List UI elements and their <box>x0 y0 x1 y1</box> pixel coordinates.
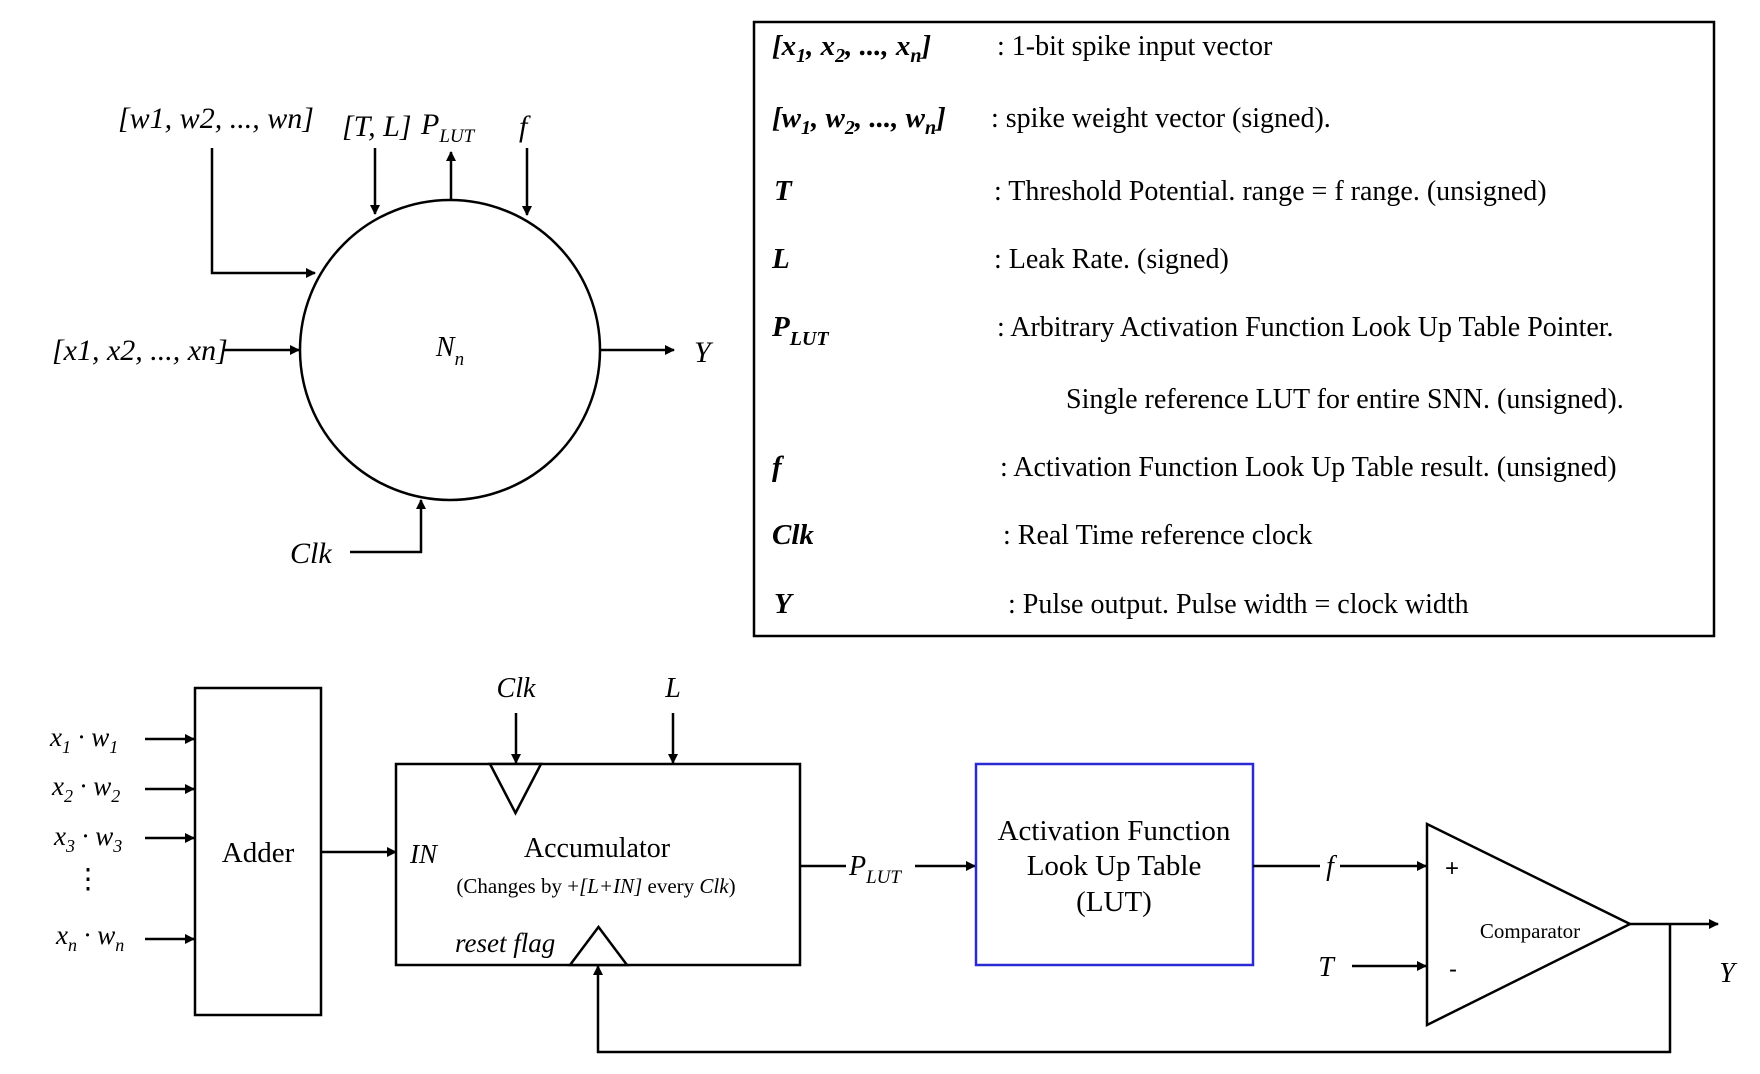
comparator-plus: + <box>1445 855 1459 882</box>
legend-desc-plut: : Arbitrary Activation Function Look Up … <box>997 312 1614 343</box>
pipeline-input-1: x1 · w1 <box>49 722 118 757</box>
lut-line-2: Look Up Table <box>1027 850 1202 882</box>
legend-desc-clk: : Real Time reference clock <box>1003 520 1312 551</box>
comparator-minus: - <box>1449 956 1457 983</box>
comparator-label: Comparator <box>1480 919 1580 943</box>
weights-arrow <box>210 148 316 278</box>
accumulator-note: (Changes by +[L+IN] every Clk) <box>456 874 735 898</box>
legend-symbol-x: [x1, x2, ..., xn] <box>772 30 931 67</box>
pipeline-input-3: x3 · w3 <box>53 821 122 856</box>
legend-symbol-w: [w1, w2, ..., wn] <box>772 102 946 139</box>
pipeline-f-label: f <box>1326 851 1337 882</box>
clock-triangle <box>487 762 544 816</box>
legend-desc-t: : Threshold Potential. range = f range. … <box>994 176 1547 207</box>
legend-symbol-l: L <box>771 243 790 275</box>
accumulator-clk-label: Clk <box>497 673 536 704</box>
reset-feedback-line <box>593 924 1672 1054</box>
accumulator-title: Accumulator <box>524 833 671 864</box>
lut-line-1: Activation Function <box>998 815 1231 847</box>
weights-label: [w1, w2, ..., wn] <box>118 102 314 135</box>
pipeline-plut-label: PLUT <box>848 851 902 888</box>
pipeline-input-2: x2 · w2 <box>51 771 120 806</box>
clk-arrow <box>350 499 426 554</box>
lut-box <box>974 762 1255 967</box>
legend-symbol-t: T <box>774 175 793 207</box>
legend-symbol-y: Y <box>774 588 794 620</box>
legend-desc-w: : spike weight vector (signed). <box>991 103 1331 134</box>
pipeline-input-n: xn · wn <box>55 920 124 955</box>
lut-line-3: (LUT) <box>1076 886 1152 918</box>
adder-box <box>193 686 323 1017</box>
accumulator-l-label: L <box>664 673 681 704</box>
legend-desc-plut-cont: Single reference LUT for entire SNN. (un… <box>1066 384 1624 415</box>
output-label: Y <box>694 336 714 369</box>
adder-label: Adder <box>222 837 295 869</box>
pipeline-t-label: T <box>1318 952 1336 983</box>
neuron-symbol: Nn [w1, w2, ..., wn] [T, L] PLUT f [x1, … <box>52 102 714 570</box>
f-label: f <box>519 110 531 143</box>
legend-desc-l: : Leak Rate. (signed) <box>994 244 1229 275</box>
clk-label: Clk <box>290 537 332 570</box>
legend-box: [x1, x2, ..., xn] : 1-bit spike input ve… <box>752 20 1716 638</box>
pipeline-input-ellipsis: ⋮ <box>74 864 102 895</box>
reset-flag-label: reset flag <box>455 928 555 958</box>
pipeline-diagram: x1 · w1 x2 · w2 x3 · w3 ⋮ xn · wn Adder … <box>49 673 1738 1054</box>
legend-desc-y: : Pulse output. Pulse width = clock widt… <box>1008 589 1469 620</box>
legend-desc-x: : 1-bit spike input vector <box>997 31 1273 62</box>
comparator-triangle <box>1425 821 1633 1028</box>
legend-border <box>752 20 1716 638</box>
plut-label: PLUT <box>420 108 476 147</box>
legend-symbol-clk: Clk <box>772 519 814 551</box>
inputs-label: [x1, x2, ..., xn] <box>52 334 228 367</box>
tl-label: [T, L] <box>342 110 412 143</box>
neuron-node-label: Nn <box>435 332 464 370</box>
accumulator-in-label: IN <box>409 839 439 869</box>
legend-desc-f: : Activation Function Look Up Table resu… <box>1000 452 1617 483</box>
pipeline-y-label: Y <box>1719 958 1738 989</box>
